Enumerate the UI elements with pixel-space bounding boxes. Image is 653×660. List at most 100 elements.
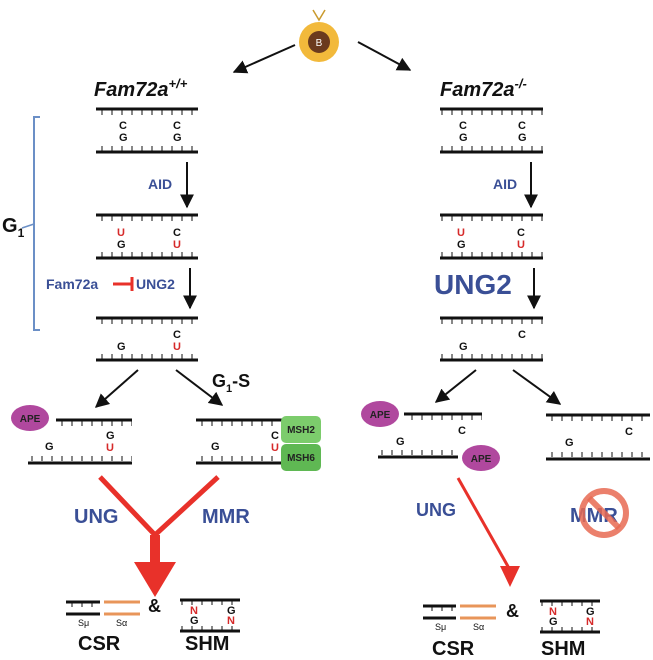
left-dna-2: U C G U [96,213,198,260]
svg-text:Sμ: Sμ [78,618,89,628]
svg-text:C: C [517,227,525,239]
g1-bracket-tick [21,223,35,229]
svg-text:Sα: Sα [473,622,484,632]
right-red-arrowhead [500,566,520,587]
right-ape-label-1: APE [370,410,391,421]
svg-text:G: G [518,132,527,144]
svg-text:N: N [586,616,594,628]
msh6-label: MSH6 [287,453,315,464]
left-aid-label: AID [148,176,172,192]
svg-text:G: G [459,132,468,144]
right-genotype-title: Fam72a-/- [440,76,527,101]
left-csr-dna: Sμ Sα [66,600,140,628]
right-dna-2: U C G U [440,213,543,260]
right-ung-label: UNG [416,500,456,520]
left-csr-label: CSR [78,633,121,655]
left-ampersand: & [148,596,161,616]
left-ape-protein [11,405,49,431]
right-ung2-label: UNG2 [434,269,512,300]
svg-text:C: C [518,120,526,132]
svg-text:G: G [45,441,54,453]
right-dna-3: C G [440,316,543,362]
left-branch-mmr-arrow [175,369,224,406]
svg-text:G: G [117,239,126,251]
arrow-to-right [357,41,412,71]
left-shm-label: SHM [185,633,229,655]
right-red-arrow-line [456,477,512,571]
right-ampersand: & [506,601,519,621]
svg-text:Sμ: Sμ [435,622,446,632]
b-cell-label: B [316,38,323,49]
svg-text:G: G [173,132,182,144]
arrow-to-left [232,44,296,74]
right-branch-ape-arrow [434,369,477,403]
svg-text:G: G [119,132,128,144]
msh2-protein [281,416,321,443]
right-mmr-prohibited-icon [579,488,629,538]
left-dna-1: C C G G [96,107,198,154]
msh6-protein [281,444,321,471]
right-csr-dna: Sμ Sα [423,604,496,632]
svg-text:G: G [586,606,595,618]
left-dna-msh: C G U [196,418,282,465]
right-dna-1: C C G G [440,107,543,154]
svg-text:C: C [173,329,181,341]
g1-bracket [33,116,40,331]
g1s-label: G1-S [212,371,250,395]
msh2-label: MSH2 [287,425,315,436]
left-dna-3: C G U [96,316,198,362]
left-ung-label: UNG [74,506,118,528]
svg-text:C: C [459,120,467,132]
left-mmr-label: MMR [202,506,250,528]
svg-text:G: G [565,437,574,449]
right-ape-protein-1 [361,401,399,427]
svg-text:C: C [173,120,181,132]
g1-label: G1 [2,215,25,240]
svg-text:C: C [518,329,526,341]
svg-text:U: U [106,442,114,454]
svg-text:G: G [227,605,236,617]
right-ape-label-2: APE [471,454,492,465]
left-shm-dna: N G G N [180,598,240,633]
svg-text:U: U [173,341,181,353]
right-shm-label: SHM [541,638,585,660]
svg-text:G: G [211,441,220,453]
left-ape-label: APE [20,414,41,425]
svg-text:G: G [459,341,468,353]
svg-text:G: G [190,615,199,627]
svg-text:U: U [173,239,181,251]
b-cell: B [299,9,339,62]
left-dna-ape: G U G [28,418,132,465]
right-dna-intact: C G [546,413,650,461]
svg-text:C: C [271,430,279,442]
svg-text:N: N [190,605,198,617]
svg-text:G: G [117,341,126,353]
svg-text:C: C [625,426,633,438]
svg-text:N: N [549,606,557,618]
svg-text:U: U [271,442,279,454]
svg-text:G: G [457,239,466,251]
right-csr-label: CSR [432,638,475,660]
svg-text:C: C [458,425,466,437]
right-shm-dna: N G G N [540,599,600,634]
right-ape-protein-2 [462,445,500,471]
right-dna-ape: C G [378,412,482,459]
left-red-arrowhead [134,562,176,597]
right-aid-label: AID [493,176,517,192]
svg-text:N: N [227,615,235,627]
svg-text:G: G [106,430,115,442]
left-branch-ape-arrow [94,369,139,408]
svg-text:U: U [117,227,125,239]
svg-text:G: G [396,436,405,448]
right-branch-mmr-arrow [512,369,562,405]
svg-text:U: U [457,227,465,239]
left-genotype-title: Fam72a+/+ [94,76,188,101]
svg-text:G: G [549,616,558,628]
fam72a-label: Fam72a [46,276,98,292]
svg-text:Sα: Sα [116,618,127,628]
svg-text:U: U [517,239,525,251]
svg-text:C: C [119,120,127,132]
svg-text:C: C [173,227,181,239]
left-ung2-label: UNG2 [136,276,175,292]
